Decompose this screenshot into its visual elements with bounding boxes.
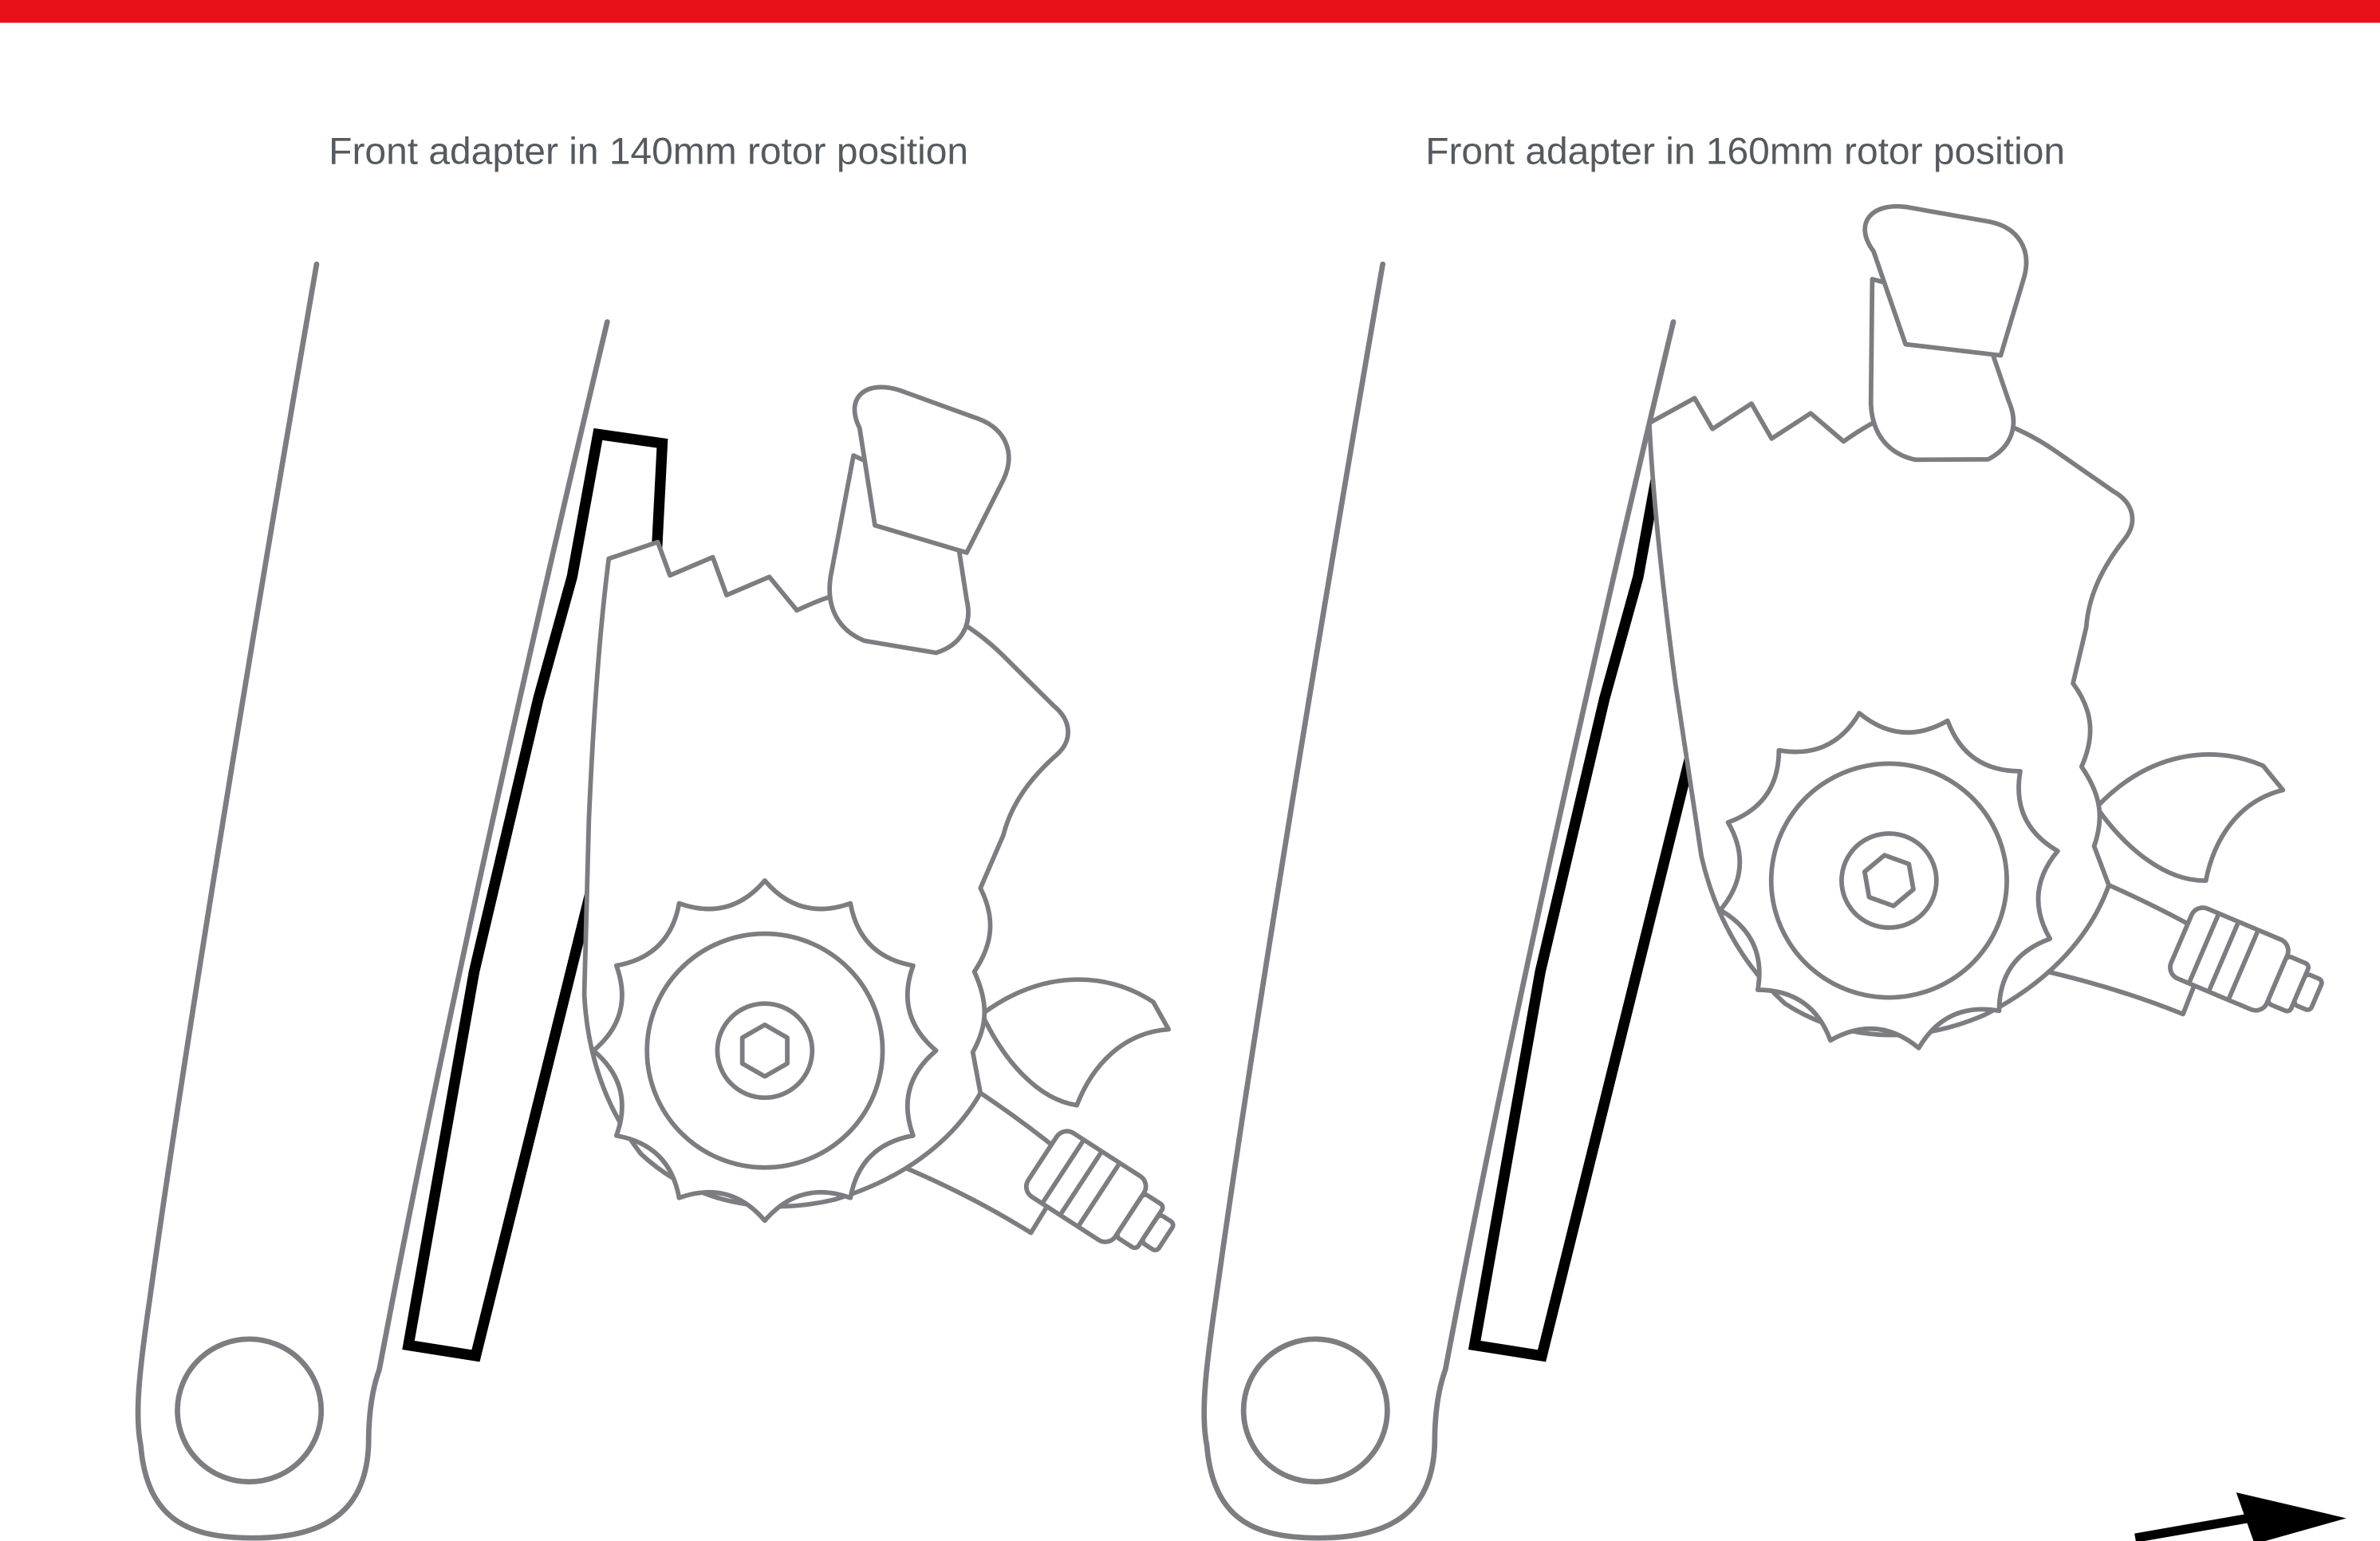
arrow-shaft: [2134, 1513, 2250, 1541]
caliper-right: [1595, 155, 2343, 1128]
caliper-left: [585, 387, 1187, 1269]
top-accent-bar: [0, 0, 2380, 23]
caption-160mm: Front adapter in 160mm rotor position: [1425, 131, 2065, 173]
figure-140mm: [138, 264, 1187, 1538]
caption-140mm: Front adapter in 140mm rotor position: [329, 131, 968, 173]
figure-160mm: [1204, 155, 2343, 1539]
arrow-head: [2236, 1492, 2347, 1541]
page-arrow-icon: [2134, 1492, 2347, 1541]
